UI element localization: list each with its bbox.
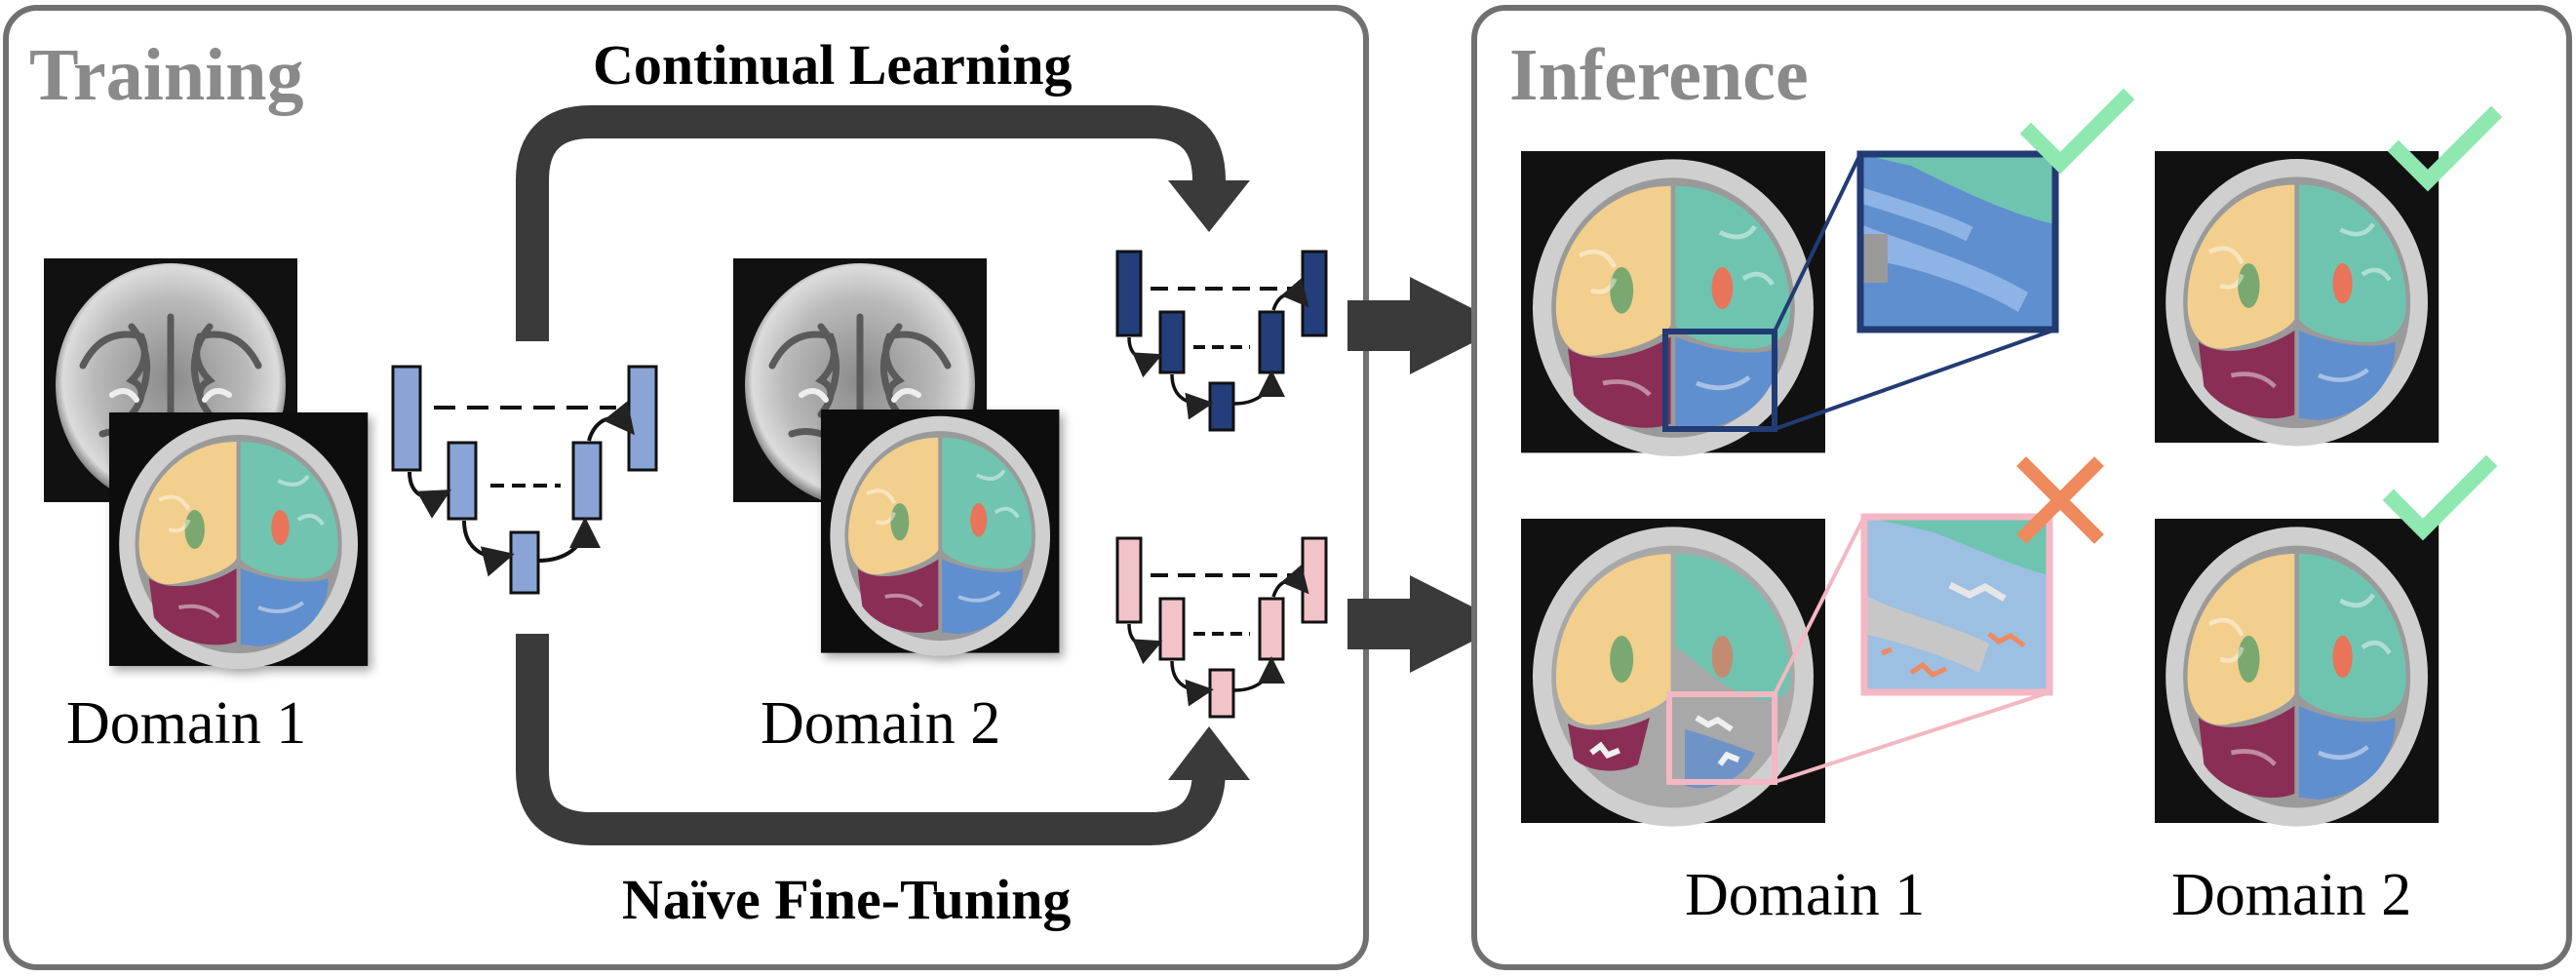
- naive-zoom-box: [1666, 691, 1777, 785]
- continual-domain2-result-image: [2155, 151, 2439, 446]
- domain2-segmented-image: [819, 408, 1062, 658]
- base-unet-icon: [391, 365, 658, 595]
- naive-zoom-inset: [1860, 513, 2053, 696]
- domain1-training-label: Domain 1: [66, 690, 306, 757]
- continual-learning-label: Continual Learning: [593, 33, 1073, 97]
- continual-to-inference-arrow-icon: [1347, 277, 1506, 374]
- naive-path-arrow-icon: [516, 634, 1250, 845]
- naive-unet-icon: [1115, 536, 1328, 719]
- naive-domain2-result-image: [2155, 519, 2439, 827]
- continual-unet-icon: [1115, 250, 1328, 432]
- training-panel: Training Continual Learning Naïve Fine-T…: [3, 5, 1369, 970]
- continual-domain1-result-image: [1521, 151, 1825, 456]
- inference-title: Inference: [1509, 34, 1809, 116]
- naive-to-inference-arrow-icon: [1347, 575, 1506, 673]
- inference-panel: Inference: [1471, 5, 2572, 970]
- continual-zoom-inset: [1856, 150, 2059, 333]
- inference-domain2-label: Domain 2: [2171, 862, 2411, 928]
- naive-fine-tuning-label: Naïve Fine-Tuning: [622, 868, 1071, 931]
- continual-zoom-box: [1662, 329, 1777, 432]
- training-title: Training: [29, 34, 304, 116]
- domain2-training-label: Domain 2: [761, 690, 1000, 757]
- domain1-segmented-image: [109, 412, 368, 669]
- inference-domain1-label: Domain 1: [1685, 862, 1925, 928]
- continual-path-arrow-icon: [516, 105, 1250, 341]
